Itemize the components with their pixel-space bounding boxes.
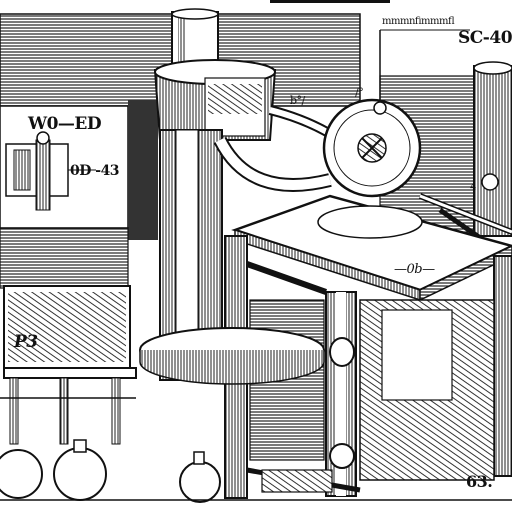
left-bench-top [3, 367, 137, 379]
leg-knob-upper [329, 337, 355, 367]
bench-leg-3 [111, 377, 121, 445]
label-left-upper: W0—ED [28, 114, 102, 134]
flask-2-neck [73, 439, 87, 453]
round-flask-3 [179, 461, 221, 503]
label-small-2: /° [355, 86, 364, 99]
right-cylinder-knob [481, 173, 499, 191]
large-wheel-inner-ring [333, 109, 411, 187]
top-cylinder-cap [171, 8, 219, 20]
label-small-1: b°/ [290, 94, 305, 107]
dark-column [128, 100, 158, 240]
label-left-box: P3 [14, 332, 38, 352]
left-wall-lower [0, 227, 129, 289]
top-edge-bar [270, 0, 390, 3]
wheel-top-knob [373, 101, 387, 115]
right-cylinder [473, 65, 512, 237]
flask-3-neck [193, 451, 205, 465]
left-gauge-tube-2 [35, 139, 51, 211]
table-top-side-edge [419, 245, 512, 302]
label-small-3: 4 [470, 182, 476, 193]
caption-top-right: mmmnﬁmmmﬂ [382, 16, 455, 27]
right-cylinder-cap [473, 61, 512, 75]
bench-leg-2 [59, 377, 69, 445]
round-flask-2 [53, 447, 107, 501]
left-gauge-knob [36, 131, 50, 145]
leg-knob-lower [329, 443, 355, 469]
floor-block [261, 469, 333, 493]
label-code-top: SC-40 [458, 28, 512, 48]
label-table-centre: —0b— [394, 262, 435, 277]
compartment-panel [381, 309, 453, 401]
crossbar-upper [245, 261, 328, 295]
label-bottom-right: 63. [466, 472, 493, 491]
round-platform-rim [139, 350, 325, 385]
diagonal-rod-1-highlight [419, 194, 512, 234]
table-leg-back-right [493, 255, 512, 477]
hopper-window-shade [208, 84, 262, 114]
table-top-disc [317, 205, 423, 239]
round-flask-1 [0, 449, 43, 499]
left-gauge-tube-1 [13, 149, 31, 191]
large-wheel-spoke-2 [361, 137, 383, 159]
top-cylinder-shade [178, 14, 186, 70]
curved-chute-inner [215, 137, 332, 190]
bench-leg-1 [9, 377, 19, 445]
table-leg-front-right-highlight [336, 292, 346, 496]
label-left-middle: 0D -43 [70, 163, 120, 179]
left-box-shade [8, 292, 126, 362]
